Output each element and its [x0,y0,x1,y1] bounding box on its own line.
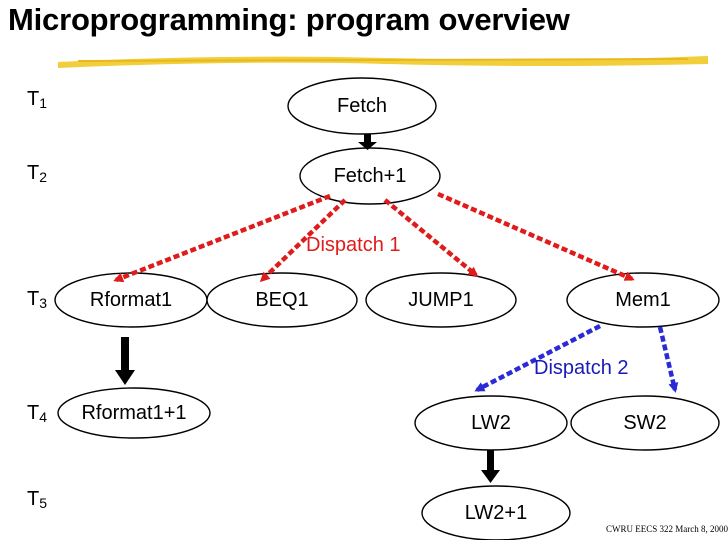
node-fetch1-shape [299,147,441,205]
time-step-t3: T3 [27,288,48,311]
node-lw2_1-shape [421,485,571,540]
node-jump1-shape [365,272,517,328]
node-fetch1: Fetch+1 [333,165,407,187]
arrow-dispatch1-jump1 [383,198,479,277]
node-rformat1_1: Rformat1+1 [81,402,187,424]
time-step-t4: T4 [27,402,48,425]
node-fetch: Fetch [336,95,388,117]
time-step-t2: T2 [27,162,48,185]
node-rformat1_1-shape [57,387,211,439]
arrow-rformat1-to-rformat1_1 [115,337,135,385]
node-lw2: LW2 [471,412,511,434]
node-fetch-shape [287,77,437,135]
arrow-fetch-to-fetch1 [358,134,377,150]
dispatch2-label: Dispatch 2 [534,357,629,379]
time-step-t5: T5 [27,488,48,511]
slide-footer: CWRU EECS 322 March 8, 2000 [606,524,728,534]
node-jump1: JUMP1 [408,289,474,311]
node-sw2-shape [570,395,720,451]
dispatch1-label: Dispatch 1 [306,234,401,256]
node-beq1: BEQ1 [255,289,309,311]
slide-title: Microprogramming: program overview [8,2,570,37]
time-step-t1: T1 [27,88,48,111]
node-beq1-shape [206,272,358,328]
arrow-dispatch2-sw2 [657,326,679,393]
arrow-lw2-to-lw2_1 [481,450,500,483]
arrow-dispatch1-beq1 [259,198,347,283]
title-underline [58,56,708,68]
arrow-dispatch2-lw2 [474,324,602,392]
arrow-dispatch1-rformat1 [113,193,331,283]
node-mem1: Mem1 [615,289,671,311]
node-rformat1: Rformat1 [89,289,173,311]
node-mem1-shape [566,272,720,328]
arrow-dispatch1-mem1 [437,191,635,282]
node-lw2_1: LW2+1 [464,502,528,524]
node-sw2: SW2 [623,412,667,434]
